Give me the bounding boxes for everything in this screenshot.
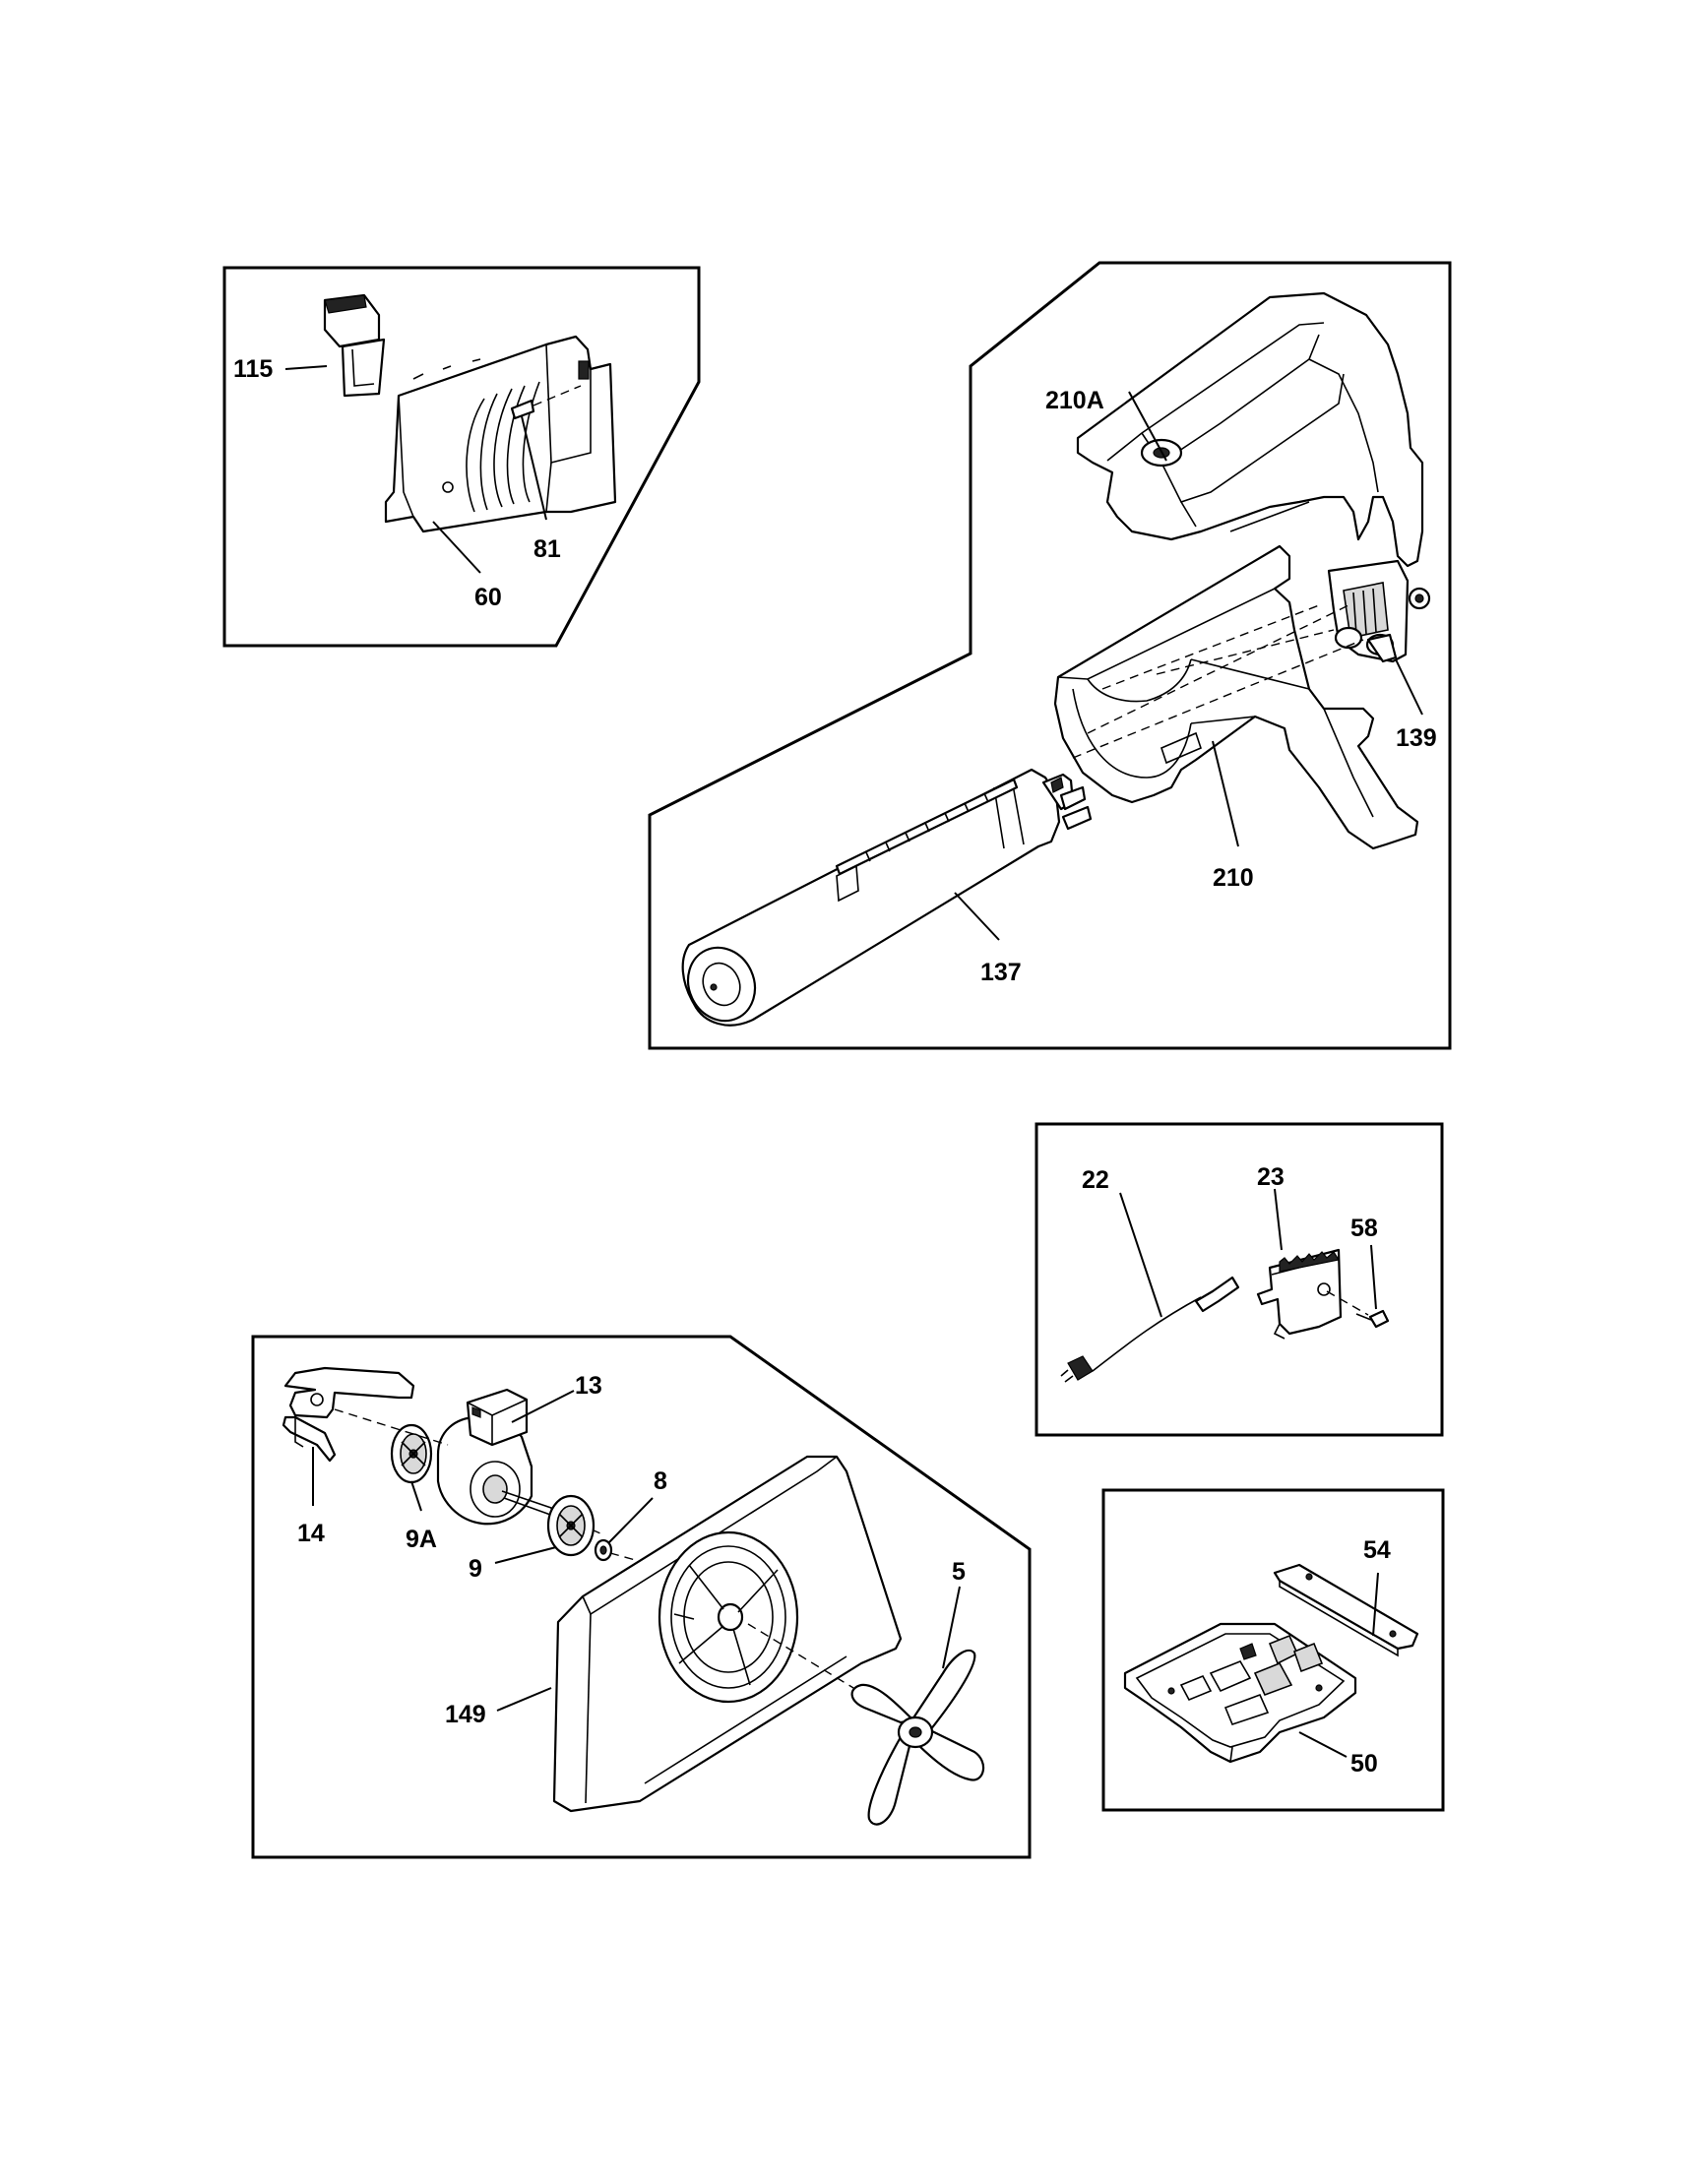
water-valve-139 [1327,559,1431,663]
fan-shroud-149 [552,1455,903,1813]
panel-frame [1101,1488,1445,1812]
panel-frame [648,261,1452,1050]
leader-9 [494,1546,557,1564]
louver-cover-60 [384,335,617,533]
leader-54 [1372,1572,1379,1637]
leader-8 [607,1497,654,1544]
screw-58 [1355,1309,1390,1329]
label-210: 210 [1213,864,1254,892]
leader-58 [1370,1244,1377,1310]
grommet-9 [546,1494,596,1557]
screw-81 [510,385,582,420]
leader-149 [496,1687,552,1712]
water-filter-137 [681,768,1093,1027]
label-9A: 9A [406,1526,437,1553]
washer-8 [594,1538,613,1562]
panel-thermistor: 22 23 58 [1035,1122,1444,1437]
leader-210A [1128,391,1167,462]
thermistor-22 [1060,1276,1240,1383]
sensor-cover-23 [1256,1248,1343,1340]
leader-139 [1395,658,1423,716]
leader-5 [942,1586,961,1669]
label-149: 149 [445,1701,486,1728]
label-115: 115 [233,355,273,383]
label-23: 23 [1257,1163,1285,1191]
label-210A: 210A [1045,387,1104,414]
fan-motor-13 [436,1388,555,1526]
control-tray-50 [1123,1622,1357,1764]
panel-frame [251,1335,1032,1859]
label-50: 50 [1350,1750,1378,1778]
filter-housing-210 [1053,544,1419,850]
label-139: 139 [1396,724,1437,752]
motor-bracket-14 [282,1366,415,1463]
filter-cover-210A [1076,291,1424,568]
fan-blade-5 [850,1649,985,1826]
cover-strip-54 [1273,1563,1419,1657]
leader-9A [410,1480,422,1512]
leader-210 [1212,740,1239,847]
leader-115 [284,365,328,370]
leader-22 [1119,1192,1162,1318]
label-13: 13 [575,1372,602,1400]
label-58: 58 [1350,1215,1378,1242]
label-137: 137 [980,959,1022,986]
leader-13 [511,1390,575,1423]
label-60: 60 [474,584,502,611]
label-22: 22 [1082,1166,1109,1194]
panel-control-box: 54 50 [1101,1488,1445,1812]
label-8: 8 [654,1467,667,1495]
switch-115 [323,293,386,398]
leader-137 [954,892,1000,941]
leader-50 [1298,1731,1348,1758]
panel-frame [222,266,701,648]
leader-60 [432,521,481,574]
panel-fan-assembly: 13 14 9A 8 9 5 149 [251,1335,1032,1859]
label-5: 5 [952,1558,966,1586]
label-14: 14 [297,1520,325,1547]
grommet-9A [390,1423,433,1484]
label-54: 54 [1363,1536,1391,1564]
panel-water-filter: 210A 139 210 137 [648,261,1452,1050]
label-9: 9 [469,1555,482,1583]
panel-frame [1035,1122,1444,1437]
leader-23 [1274,1188,1283,1251]
leader-81 [521,415,547,521]
label-81: 81 [533,535,561,563]
panel-louver-cover: 115 81 60 [222,266,701,648]
